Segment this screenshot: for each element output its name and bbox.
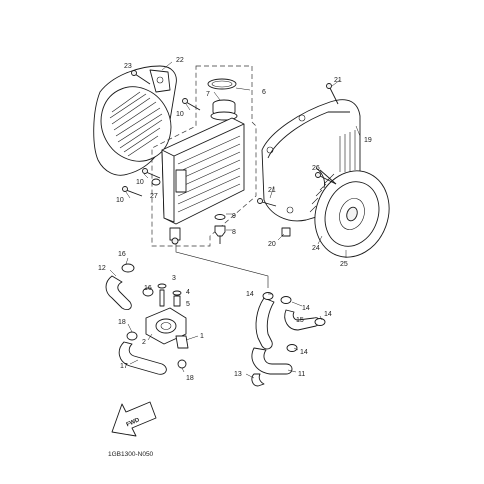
callout: 12 — [98, 265, 106, 272]
callout: 2 — [142, 339, 146, 346]
callout: 20 — [268, 241, 276, 248]
leader-lines — [109, 61, 361, 379]
callout: 8 — [232, 229, 236, 236]
callout: 14 — [246, 291, 254, 298]
callout: 17 — [120, 363, 128, 370]
radiator-core — [161, 117, 245, 245]
callout: 4 — [186, 289, 190, 296]
callout: 6 — [262, 89, 266, 96]
water-pump-assembly — [126, 283, 189, 369]
callout-labels: 23 22 7 6 21 10 19 26 10 21 10 27 9 8 20… — [98, 57, 372, 382]
callout: 21 — [334, 77, 342, 84]
hose-17 — [118, 341, 167, 375]
callout: 16 — [118, 251, 126, 258]
callout: 14 — [324, 311, 332, 318]
radiator-cap-parts — [207, 78, 238, 121]
callout: 9 — [232, 213, 236, 220]
callout: 23 — [124, 63, 132, 70]
fan-shroud-cover — [93, 65, 177, 176]
radiator-assembly-box — [151, 65, 257, 247]
forward-direction-arrow: FWD — [111, 401, 157, 437]
callout: 27 — [150, 193, 158, 200]
callout: 16 — [144, 285, 152, 292]
diagram-reference-code: 1GB1300-N050 — [108, 451, 154, 458]
callout: 13 — [234, 371, 242, 378]
callout: 14 — [302, 305, 310, 312]
callout: 11 — [298, 371, 305, 378]
hose-routing-line — [175, 244, 269, 288]
bolt-23 — [131, 70, 151, 85]
fwd-label: FWD — [126, 417, 142, 428]
drain-bolt-and-washer — [214, 214, 226, 244]
callout: 10 — [136, 179, 144, 186]
callout: 26 — [312, 165, 320, 172]
hose-12 — [105, 263, 135, 311]
callout: 14 — [300, 349, 308, 356]
callout: 25 — [340, 261, 348, 268]
callout: 19 — [364, 137, 372, 144]
callout: 3 — [172, 275, 176, 282]
callout: 22 — [176, 57, 184, 64]
callout: 21 — [268, 187, 276, 194]
callout: 7 — [206, 91, 210, 98]
callout: 15 — [296, 317, 304, 324]
callout: 1 — [200, 333, 204, 340]
impeller-housing — [309, 167, 390, 258]
callout: 10 — [116, 197, 124, 204]
callout: 5 — [186, 301, 190, 308]
callout: 18 — [118, 319, 126, 326]
callout: 10 — [176, 111, 184, 118]
hose-11-15 — [251, 292, 326, 387]
callout: 18 — [186, 375, 194, 382]
callout: 24 — [312, 245, 320, 252]
bolts-10 — [122, 98, 201, 197]
